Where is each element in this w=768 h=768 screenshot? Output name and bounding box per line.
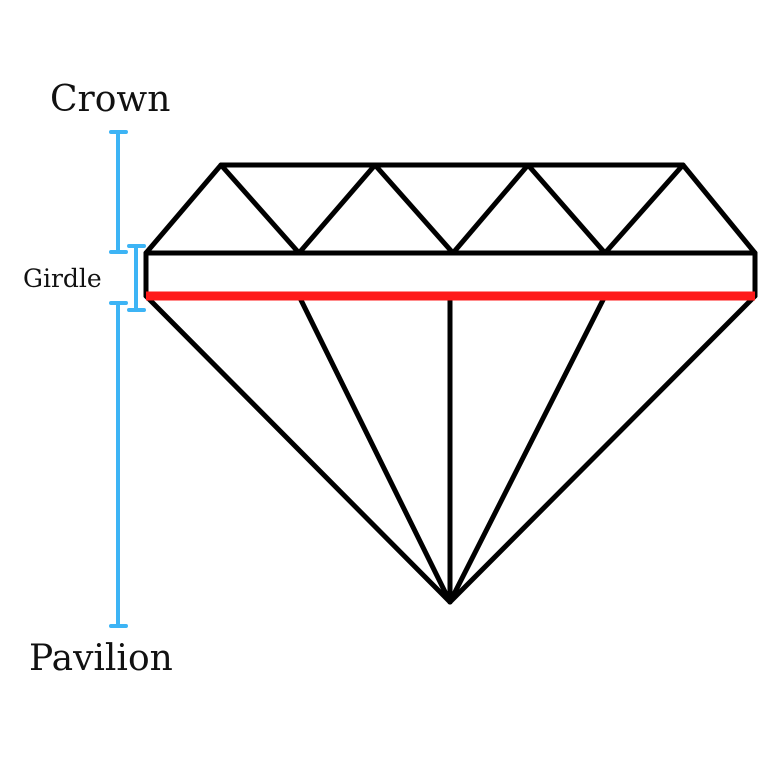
girdle-label: Girdle — [23, 264, 102, 293]
pavilion-label: Pavilion — [29, 638, 173, 679]
pavilion-facet — [296, 293, 453, 605]
pavilion-facet — [447, 293, 608, 605]
crown-label: Crown — [50, 79, 170, 120]
crown-bracket — [109, 130, 128, 254]
girdle-band — [143, 250, 758, 299]
girdle-bracket — [127, 244, 146, 312]
pavilion-bracket — [109, 301, 128, 628]
crown-facets — [218, 162, 686, 256]
crown-outline — [143, 162, 758, 256]
